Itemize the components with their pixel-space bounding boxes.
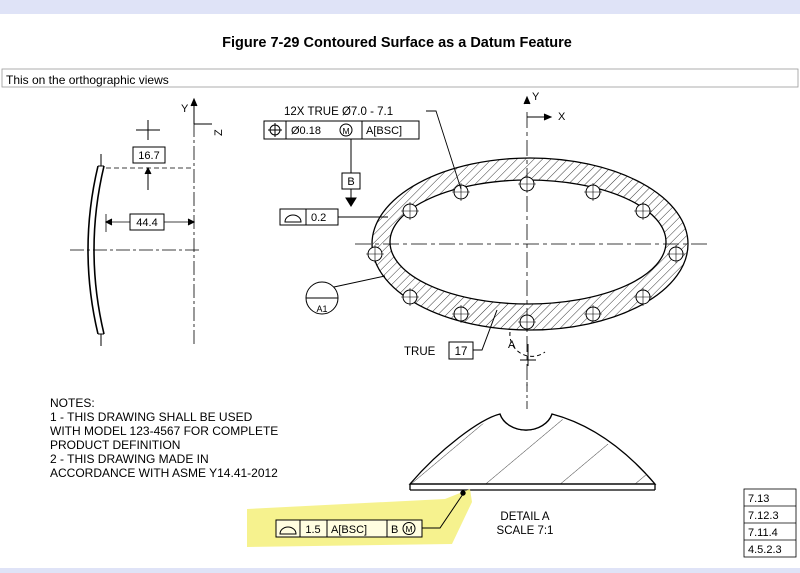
detail-a-label: A <box>508 339 516 351</box>
detail-fcf <box>275 490 466 538</box>
hole <box>634 202 652 220</box>
reference-table <box>743 488 797 558</box>
note-line: 1 - THIS DRAWING SHALL BE USED <box>50 410 253 424</box>
true-17-callout <box>448 309 498 360</box>
detail-label-1: DETAIL A <box>500 511 550 523</box>
hole-callout: 12X TRUE Ø7.0 - 7.1 <box>284 106 393 118</box>
hole <box>366 245 384 263</box>
caption-text: This on the orthographic views <box>6 73 169 87</box>
hole-callout-leader <box>426 110 462 190</box>
datum-target-a1 <box>305 275 386 315</box>
profile-tolerance: 0.2 <box>311 212 326 224</box>
note-line: WITH MODEL 123-4567 FOR COMPLETE <box>50 424 278 438</box>
detail-label-2: SCALE 7:1 <box>497 525 554 537</box>
drawing-canvas: Figure 7-29 Contoured Surface as a Datum… <box>1 35 799 558</box>
true-value: 17 <box>455 346 468 358</box>
reference-3: 7.11.4 <box>748 527 778 539</box>
notes-heading: NOTES: <box>50 396 95 410</box>
holes <box>366 175 685 331</box>
hole <box>452 183 470 201</box>
hole <box>584 183 602 201</box>
hole <box>634 288 652 306</box>
detail-profile: 1.5 <box>305 524 320 536</box>
dim-16-7-box <box>132 146 166 164</box>
detail-a-marker <box>509 331 546 366</box>
note-line: PRODUCT DEFINITION <box>50 438 180 452</box>
position-modifier: M <box>342 126 349 136</box>
highlight <box>247 489 472 547</box>
datum-b: B <box>347 176 354 188</box>
drawing-sheet: Figure 7-29 Contoured Surface as a Datum… <box>0 14 800 568</box>
dim-44-4-box <box>129 213 165 231</box>
caption-box <box>1 68 799 88</box>
side-axis-y: Y <box>181 103 189 115</box>
figure-title: Figure 7-29 Contoured Surface as a Datum… <box>222 35 572 51</box>
hole <box>667 245 685 263</box>
hole <box>518 313 536 331</box>
hole <box>518 175 536 193</box>
reference-2: 7.12.3 <box>748 510 779 522</box>
detail-datum-b: B <box>391 524 398 536</box>
true-label: TRUE <box>404 346 436 358</box>
dim-44-4: 44.4 <box>136 217 157 229</box>
detail-a-view <box>408 382 657 491</box>
position-tolerance: Ø0.18 <box>291 125 321 137</box>
note-line: 2 - THIS DRAWING MADE IN <box>50 452 209 466</box>
front-view <box>355 95 710 386</box>
side-view <box>70 97 212 346</box>
dim-16-7: 16.7 <box>138 150 159 162</box>
front-axis-y: Y <box>532 91 540 103</box>
hole <box>401 288 419 306</box>
position-fcf <box>263 120 420 140</box>
front-axis-x: X <box>558 111 566 123</box>
detail-modifier: M <box>405 524 412 534</box>
hole <box>401 202 419 220</box>
detail-datum-a: A[BSC] <box>331 524 367 536</box>
reference-4: 4.5.2.3 <box>748 544 782 556</box>
profile-fcf <box>279 208 388 226</box>
side-axis-z: Z <box>213 129 225 136</box>
hole <box>452 305 470 323</box>
hole <box>584 305 602 323</box>
datum-b-symbol <box>341 139 361 207</box>
position-datum: A[BSC] <box>366 125 402 137</box>
notes: NOTES: 1 - THIS DRAWING SHALL BE USED WI… <box>50 396 278 480</box>
note-line: ACCORDANCE WITH ASME Y14.41-2012 <box>50 466 278 480</box>
reference-1: 7.13 <box>748 493 769 505</box>
datum-target: A1 <box>316 304 327 314</box>
